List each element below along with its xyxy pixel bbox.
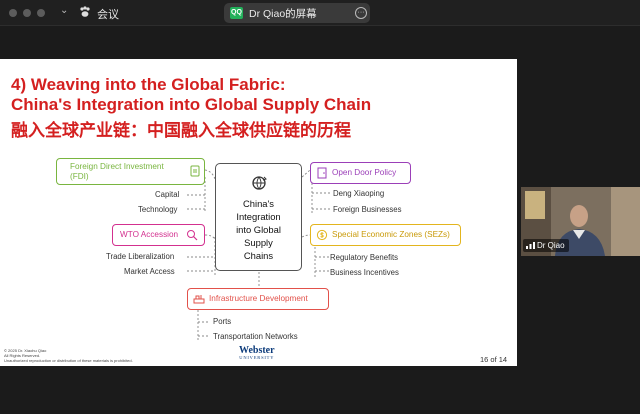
dollar-coin-icon [316,229,328,241]
logo-sub-text: UNIVERSITY [239,355,275,360]
topic-fdi-label-2: (FDI) [70,172,89,181]
copyright-line-1: © 2025 Dr. Xiaohu Qiao [4,348,47,353]
center-line-1: China's [243,198,274,209]
sez-sub-2: Business Incentives [330,268,399,277]
chevron-down-icon[interactable]: ⌄ [60,5,69,16]
globe-cycle-icon [252,176,267,190]
topic-wto-label: WTO Accession [120,230,179,239]
wto-sub-1: Trade Liberalization [106,252,175,261]
center-line-3: into Global [236,224,281,235]
slide-title-line-1: 4) Weaving into the Global Fabric: [11,75,286,94]
screen-share-indicator[interactable]: QQ Dr Qiao的屏幕 [224,3,370,23]
open-sub-1: Deng Xiaoping [333,189,385,198]
center-line-4: Supply [244,237,273,248]
share-title: Dr Qiao的屏幕 [249,8,317,20]
diagram-connectors [187,169,330,341]
participant-video-tile[interactable]: Dr Qiao [521,187,640,256]
topic-open-door-label: Open Door Policy [332,168,397,177]
topic-fdi-label: Foreign Direct Investment (FDI) [70,162,164,182]
audio-signal-icon [526,242,535,249]
search-magnifier-icon [187,230,198,241]
door-icon [317,167,327,179]
participant-name: Dr Qiao [537,241,565,250]
central-topic-box: China's Integration into Global Supply C… [215,163,302,271]
copyright-line-3: Unauthorized reproduction or distributio… [4,358,133,363]
topic-open-door: Open Door Policy [310,162,411,184]
slide-title-chinese: 融入全球产业链：中国融入全球供应链的历程 [11,121,351,140]
infra-sub-2: Transportation Networks [213,332,298,341]
maximize-window-button[interactable] [37,9,45,17]
center-line-2: Integration [236,211,281,222]
topic-fdi-label-1: Foreign Direct Investment [70,162,164,171]
webster-university-logo: Webster UNIVERSITY [239,346,275,361]
slide-title-line-2: China's Integration into Global Supply C… [11,95,372,114]
topic-sez: Special Economic Zones (SEZs) [310,224,461,246]
logo-main-text: Webster [239,345,275,356]
more-options-icon[interactable]: ··· [355,7,367,19]
minimize-window-button[interactable] [23,9,31,17]
topic-infrastructure: Infrastructure Development [187,288,329,310]
window-title-bar: ⌄ 会议 QQ Dr Qiao的屏幕 ··· [0,0,640,26]
close-window-button[interactable] [9,9,17,17]
document-icon [190,165,200,177]
slide-page-number: 16 of 14 [480,355,508,364]
topic-fdi: Foreign Direct Investment (FDI) [56,158,205,185]
center-line-5: Chains [243,250,274,261]
topic-wto: WTO Accession [112,224,205,246]
central-topic-text: China's Integration into Global Supply C… [216,197,301,262]
fdi-sub-2: Technology [138,205,178,214]
participant-name-tag: Dr Qiao [523,239,569,252]
sez-sub-1: Regulatory Benefits [330,253,399,262]
open-sub-2: Foreign Businesses [333,205,402,214]
infrastructure-icon [193,295,205,304]
share-badge: QQ [230,7,243,19]
shared-slide: 4) Weaving into the Global Fabric: China… [0,59,517,366]
paw-icon [80,6,90,17]
fdi-sub-1: Capital [155,190,180,199]
meeting-label: 会议 [97,9,119,21]
topic-infrastructure-label: Infrastructure Development [209,294,308,303]
copyright-line-2: All Rights Reserved. [4,353,41,358]
topic-sez-label: Special Economic Zones (SEZs) [332,230,450,239]
wto-sub-2: Market Access [124,267,175,276]
infra-sub-1: Ports [213,317,232,326]
